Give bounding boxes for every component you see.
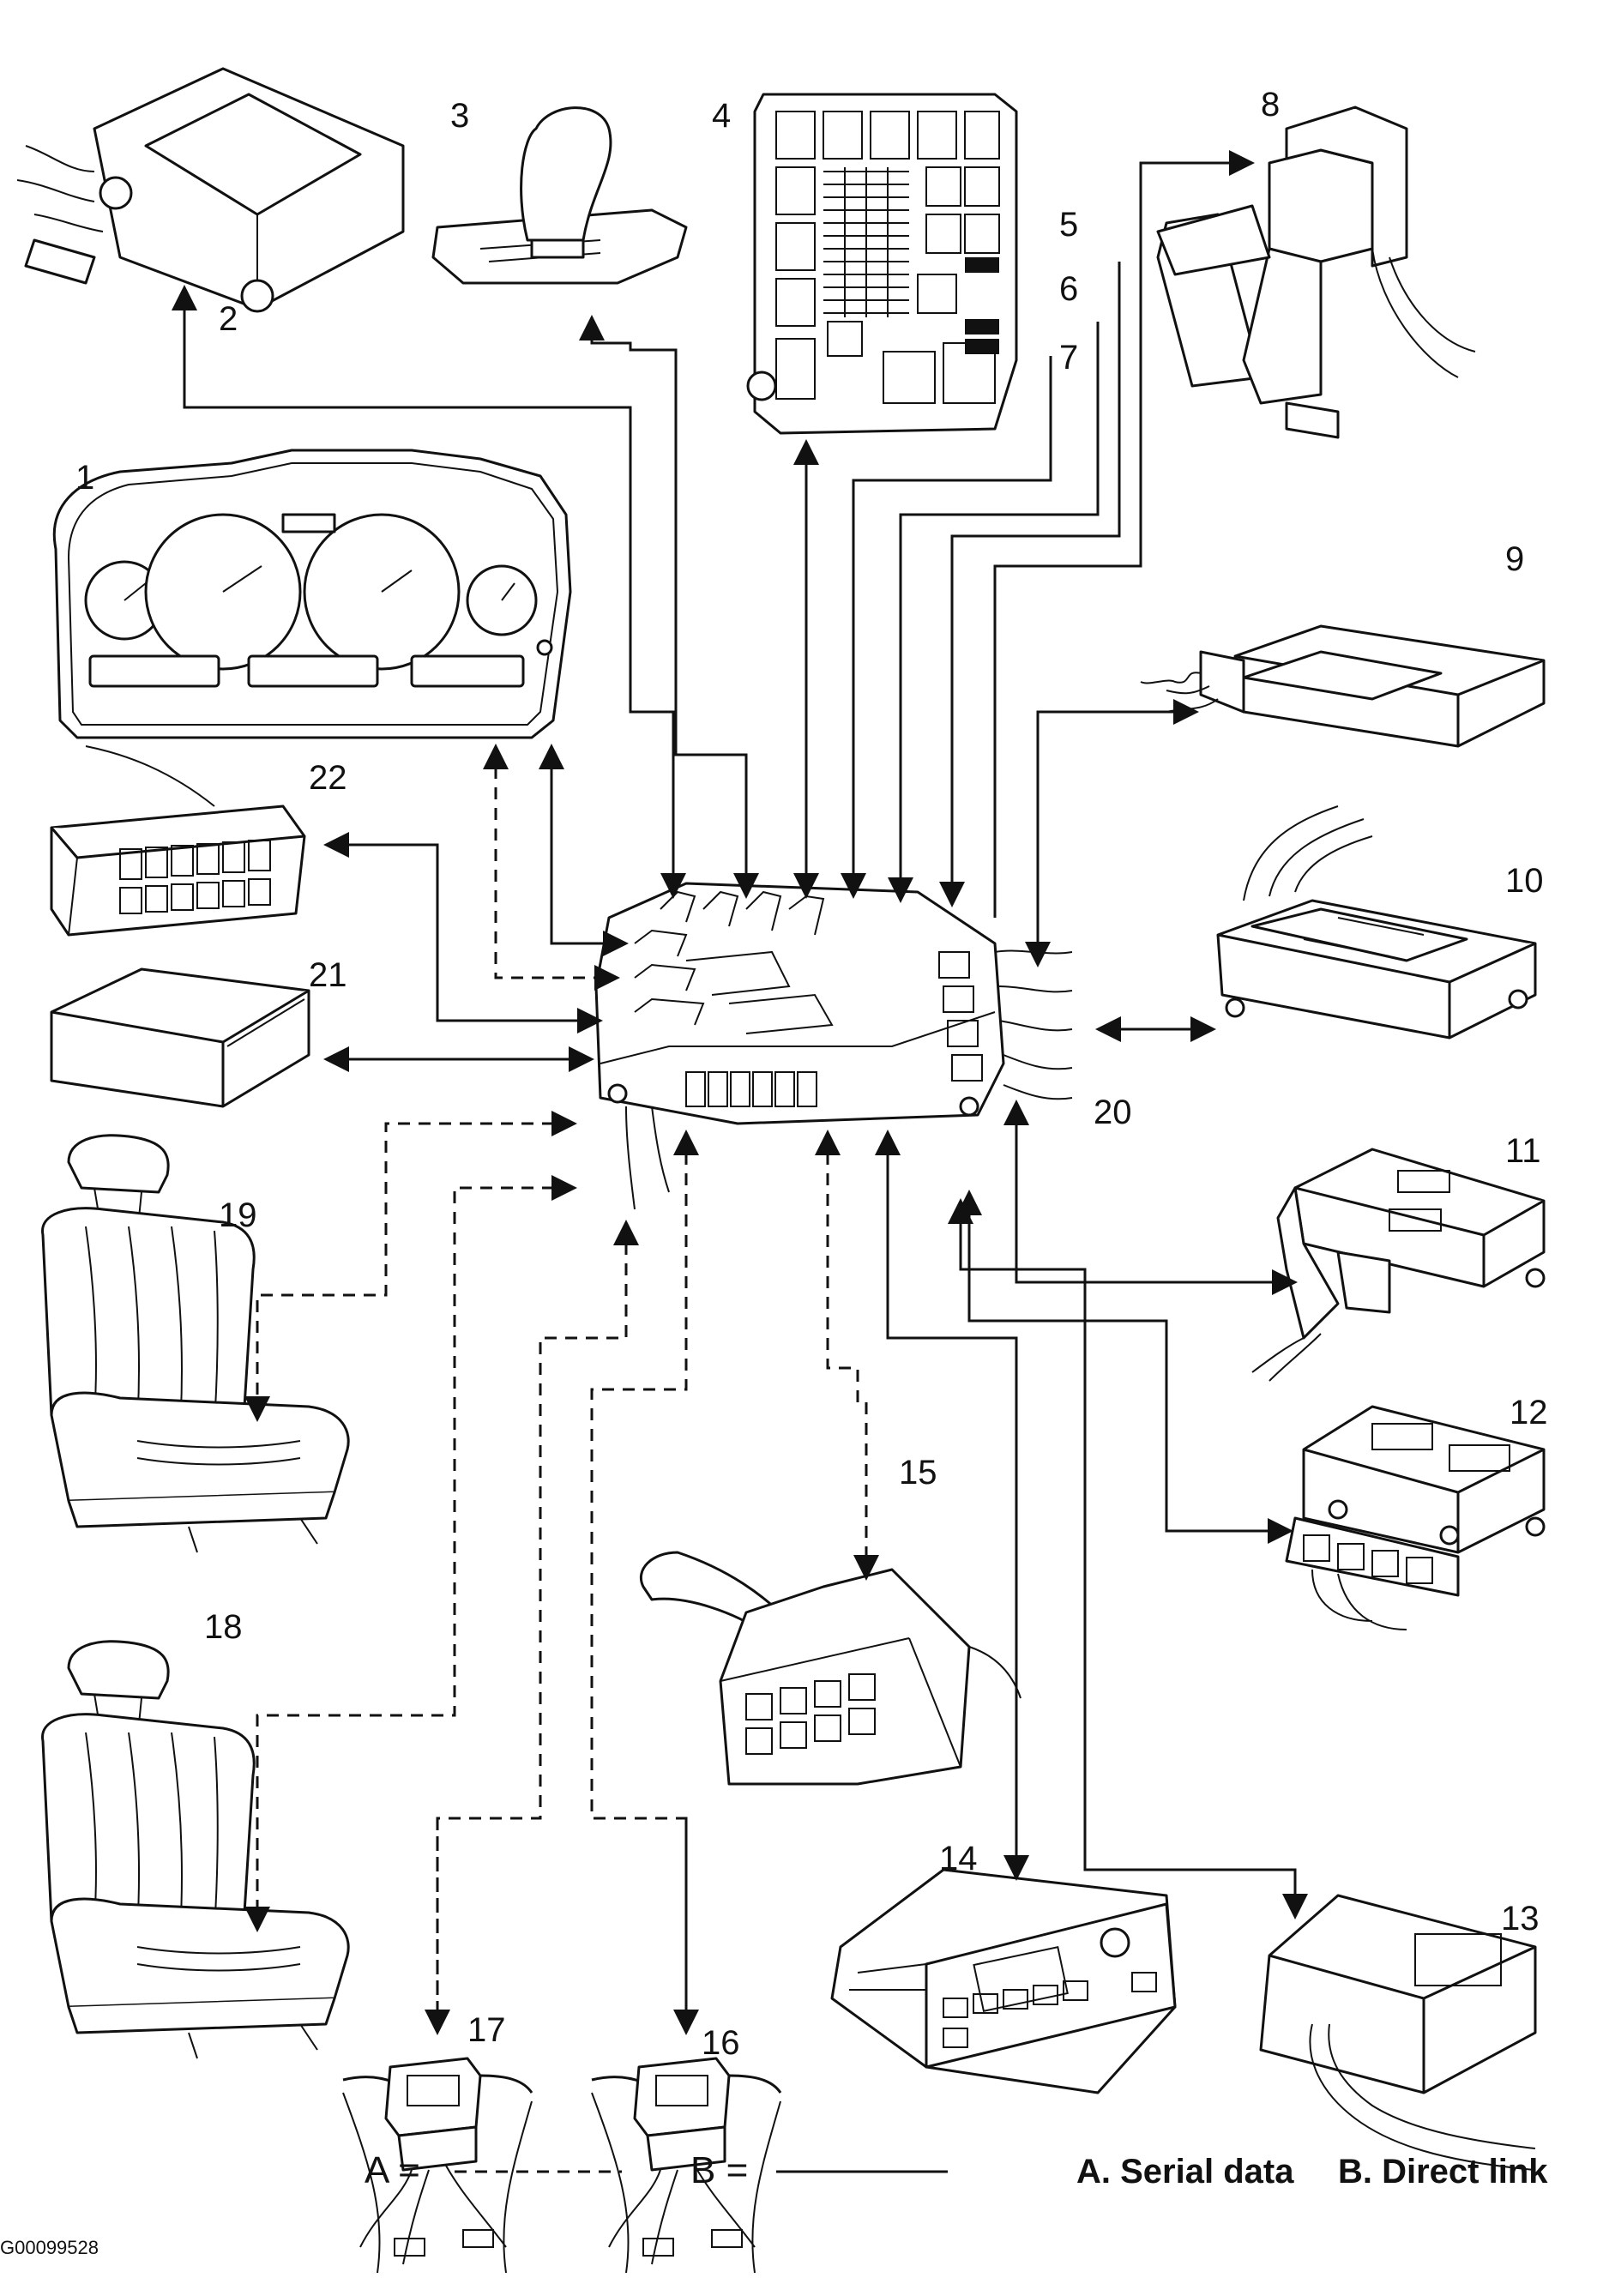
instrument-cluster bbox=[52, 449, 572, 739]
control-unit-9 bbox=[1140, 624, 1546, 748]
connection-lines bbox=[172, 150, 1308, 2035]
relay bbox=[1156, 105, 1476, 439]
figure-code: G00099528 bbox=[0, 2237, 99, 2258]
legend: A = B = A. Serial data B. Direct link bbox=[365, 2149, 1548, 2191]
seat-19 bbox=[41, 1134, 350, 1553]
label-4: 4 bbox=[712, 97, 731, 135]
label-19: 19 bbox=[219, 1196, 257, 1234]
central-control-module bbox=[594, 882, 1073, 1210]
audio-unit bbox=[50, 967, 310, 1108]
climate-control-panel bbox=[830, 1868, 1177, 2094]
label-13: 13 bbox=[1501, 1900, 1540, 1937]
control-unit-12 bbox=[1285, 1405, 1546, 1630]
connector-block bbox=[50, 745, 306, 937]
sensor-unit-17 bbox=[342, 2057, 533, 2274]
label-22: 22 bbox=[309, 759, 347, 797]
fuse-box bbox=[746, 93, 1018, 435]
label-21: 21 bbox=[309, 956, 347, 994]
airbag-module bbox=[16, 67, 405, 313]
sensor-unit-16 bbox=[591, 2057, 782, 2274]
label-18: 18 bbox=[204, 1608, 243, 1646]
control-unit-13 bbox=[1259, 1894, 1537, 2171]
label-14: 14 bbox=[939, 1840, 978, 1877]
label-10: 10 bbox=[1505, 862, 1544, 900]
legend-a-label: A = bbox=[365, 2149, 420, 2191]
handbrake-switch-panel bbox=[640, 1551, 1021, 1786]
legend-b-label: B = bbox=[690, 2149, 748, 2191]
label-9: 9 bbox=[1505, 540, 1524, 578]
label-8: 8 bbox=[1261, 86, 1280, 124]
control-unit-11 bbox=[1251, 1148, 1546, 1382]
label-2: 2 bbox=[219, 300, 238, 338]
label-12: 12 bbox=[1510, 1394, 1548, 1431]
legend-b-text: B. Direct link bbox=[1338, 2153, 1548, 2191]
label-6: 6 bbox=[1059, 270, 1078, 308]
gear-selector bbox=[431, 106, 688, 285]
label-7: 7 bbox=[1059, 339, 1078, 377]
label-20: 20 bbox=[1094, 1094, 1132, 1131]
label-5: 5 bbox=[1059, 206, 1078, 244]
label-17: 17 bbox=[467, 2011, 506, 2049]
legend-a-text: A. Serial data bbox=[1076, 2153, 1294, 2191]
label-15: 15 bbox=[899, 1454, 937, 1491]
label-3: 3 bbox=[450, 97, 469, 135]
label-16: 16 bbox=[702, 2024, 740, 2062]
label-1: 1 bbox=[75, 459, 94, 497]
seat-18 bbox=[41, 1640, 350, 2059]
label-11: 11 bbox=[1505, 1132, 1541, 1170]
control-unit-10 bbox=[1216, 805, 1537, 1040]
